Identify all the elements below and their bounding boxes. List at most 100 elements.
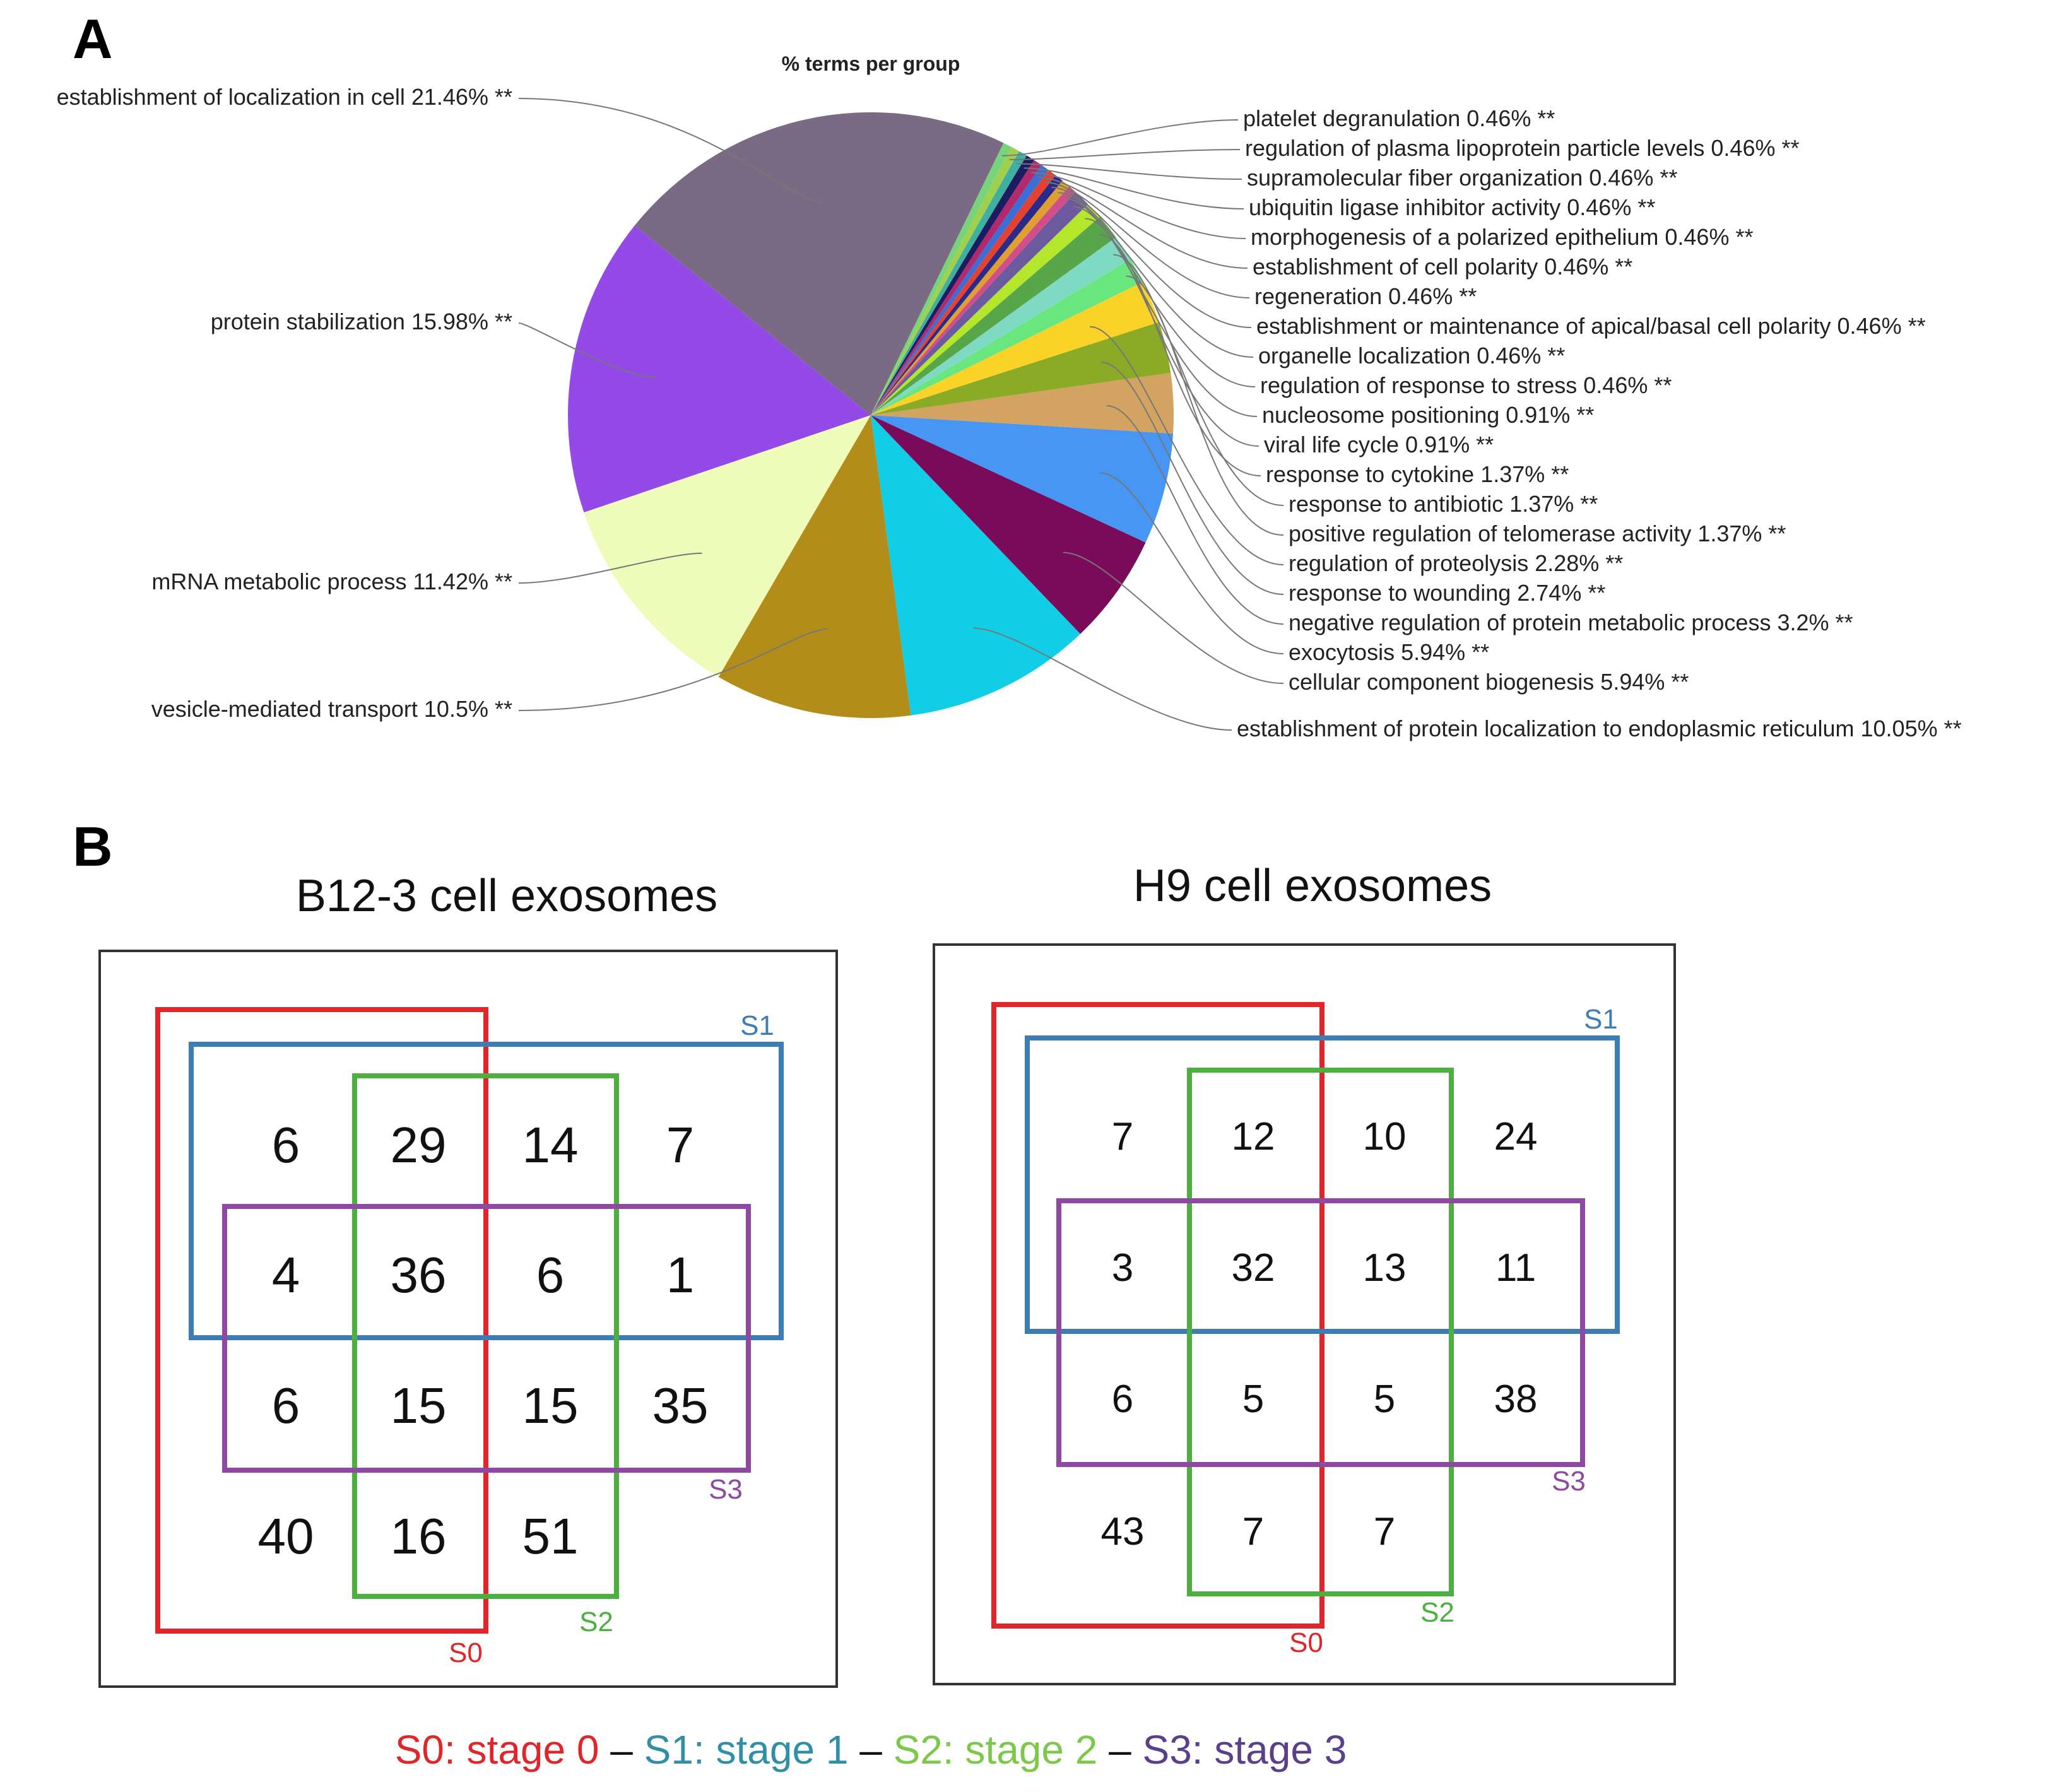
pie-leader-line (518, 552, 702, 584)
venn-region-count: 43 (1101, 1510, 1145, 1553)
venn-region-count: 11 (1495, 1246, 1536, 1290)
set-label-s1: S1 (740, 1010, 774, 1041)
pie-leader-line (1030, 172, 1246, 239)
set-label-s2: S2 (1420, 1597, 1454, 1628)
legend-item-s1: S1: stage 1 (644, 1727, 849, 1772)
pie-leader-line (1063, 551, 1284, 684)
pie-leader-line (518, 322, 656, 378)
b12-panel-frame (98, 950, 838, 1688)
pie-label: establishment or maintenance of apical/b… (1256, 313, 1926, 339)
pie-label: protein stabilization 15.98% ** (211, 309, 512, 334)
h9-panel-title: H9 cell exosomes (1133, 861, 1492, 911)
pie-leader-line (1090, 326, 1284, 565)
pie-slice (871, 165, 1049, 415)
legend-item-s3: S3: stage 3 (1143, 1727, 1347, 1772)
pie-label: mRNA metabolic process 11.42% ** (151, 569, 512, 594)
legend-separator: – (599, 1727, 644, 1772)
pie-leader-line (1100, 361, 1284, 595)
pie-label: regeneration 0.46% ** (1254, 283, 1477, 309)
set-label-s0: S0 (1289, 1627, 1323, 1658)
pie-chart (568, 112, 1174, 719)
pie-slice (871, 415, 1146, 634)
venn-region-count: 51 (522, 1508, 579, 1564)
pie-slice (871, 186, 1076, 415)
venn-region-count: 40 (258, 1508, 314, 1564)
venn-region-count: 10 (1363, 1115, 1407, 1158)
stage-legend: S0: stage 0 – S1: stage 1 – S2: stage 2 … (395, 1727, 1347, 1772)
pie-label: exocytosis 5.94% ** (1289, 639, 1489, 665)
venn-region-count: 7 (1374, 1510, 1395, 1553)
pie-leader-line (1126, 275, 1284, 536)
set-label-s3: S3 (1552, 1466, 1586, 1497)
pie-leader-line (1113, 254, 1284, 506)
venn-region-count: 4 (272, 1247, 300, 1303)
pie-slice (871, 322, 1171, 415)
pie-label: regulation of proteolysis 2.28% ** (1289, 550, 1623, 576)
pie-leader-line (1098, 233, 1261, 476)
venn-region-count: 6 (1112, 1377, 1133, 1421)
set-s1-box (189, 1042, 784, 1340)
pie-label: morphogenesis of a polarized epithelium … (1251, 224, 1753, 250)
set-label-s1: S1 (1584, 1004, 1618, 1035)
venn-region-count: 6 (272, 1377, 300, 1434)
set-s3-box (1056, 1198, 1585, 1467)
set-label-s0: S0 (449, 1637, 483, 1668)
set-s2-box (352, 1073, 619, 1599)
pie-leader-line (518, 98, 823, 203)
pie-label: organelle localization 0.46% ** (1258, 343, 1565, 368)
panel-letter-a: A (73, 8, 113, 70)
pie-label: viral life cycle 0.91% ** (1264, 432, 1494, 457)
pie-slice (568, 225, 871, 513)
pie-leader-line (1001, 119, 1239, 156)
pie-label: negative regulation of protein metabolic… (1289, 610, 1853, 635)
pie-leader-line (1044, 181, 1250, 298)
legend-separator: – (848, 1727, 893, 1772)
pie-slice (871, 216, 1116, 415)
venn-region-count: 6 (536, 1247, 565, 1303)
pie-label: response to wounding 2.74% ** (1289, 580, 1605, 606)
pie-label: cellular component biogenesis 5.94% ** (1289, 669, 1689, 695)
pie-slice (871, 180, 1070, 415)
panel-letter-b: B (73, 815, 113, 878)
pie-slice (871, 175, 1063, 415)
pie-title: % terms per group (782, 52, 960, 75)
pie-leader-line (1100, 472, 1284, 654)
venn-region-count: 7 (666, 1117, 695, 1173)
venn-region-count: 15 (522, 1377, 579, 1434)
venn-region-count: 7 (1242, 1510, 1264, 1553)
pie-slice (871, 143, 1012, 415)
pie-slice (871, 204, 1100, 415)
pie-slice (871, 146, 1019, 415)
venn-region-count: 3 (1112, 1246, 1133, 1290)
set-s0-box (155, 1007, 488, 1634)
pie-leader-line (1037, 177, 1248, 269)
pie-label: establishment of localization in cell 21… (57, 84, 512, 110)
venn-region-count: 1 (666, 1247, 695, 1303)
pie-leader-line (1073, 206, 1258, 417)
venn-region-count: 38 (1494, 1377, 1538, 1421)
pie-label: supramolecular fiber organization 0.46% … (1247, 165, 1677, 191)
pie-slice (871, 281, 1159, 415)
set-label-s2: S2 (579, 1606, 613, 1637)
legend-separator: – (1097, 1727, 1142, 1772)
set-s0-box (991, 1002, 1324, 1629)
pie-leader-line (1051, 186, 1252, 328)
pie-leader-lines (518, 98, 829, 711)
pie-label: establishment of cell polarity 0.46% ** (1253, 254, 1632, 280)
set-s2-box (1187, 1068, 1454, 1596)
pie-leader-line (1024, 167, 1244, 209)
pie-slice (871, 160, 1042, 416)
pie-slice (871, 415, 1081, 716)
venn-region-count: 36 (391, 1247, 447, 1303)
set-s3-box (222, 1204, 751, 1473)
venn-region-count: 15 (391, 1377, 447, 1434)
venn-region-count: 6 (272, 1117, 300, 1173)
pie-slice (871, 151, 1027, 415)
pie-leader-line (973, 627, 1232, 731)
pie-slice (871, 372, 1174, 434)
pie-leader-line (1009, 149, 1241, 160)
pie-label: response to antibiotic 1.37% ** (1289, 491, 1598, 517)
pie-label: positive regulation of telomerase activi… (1289, 521, 1786, 546)
